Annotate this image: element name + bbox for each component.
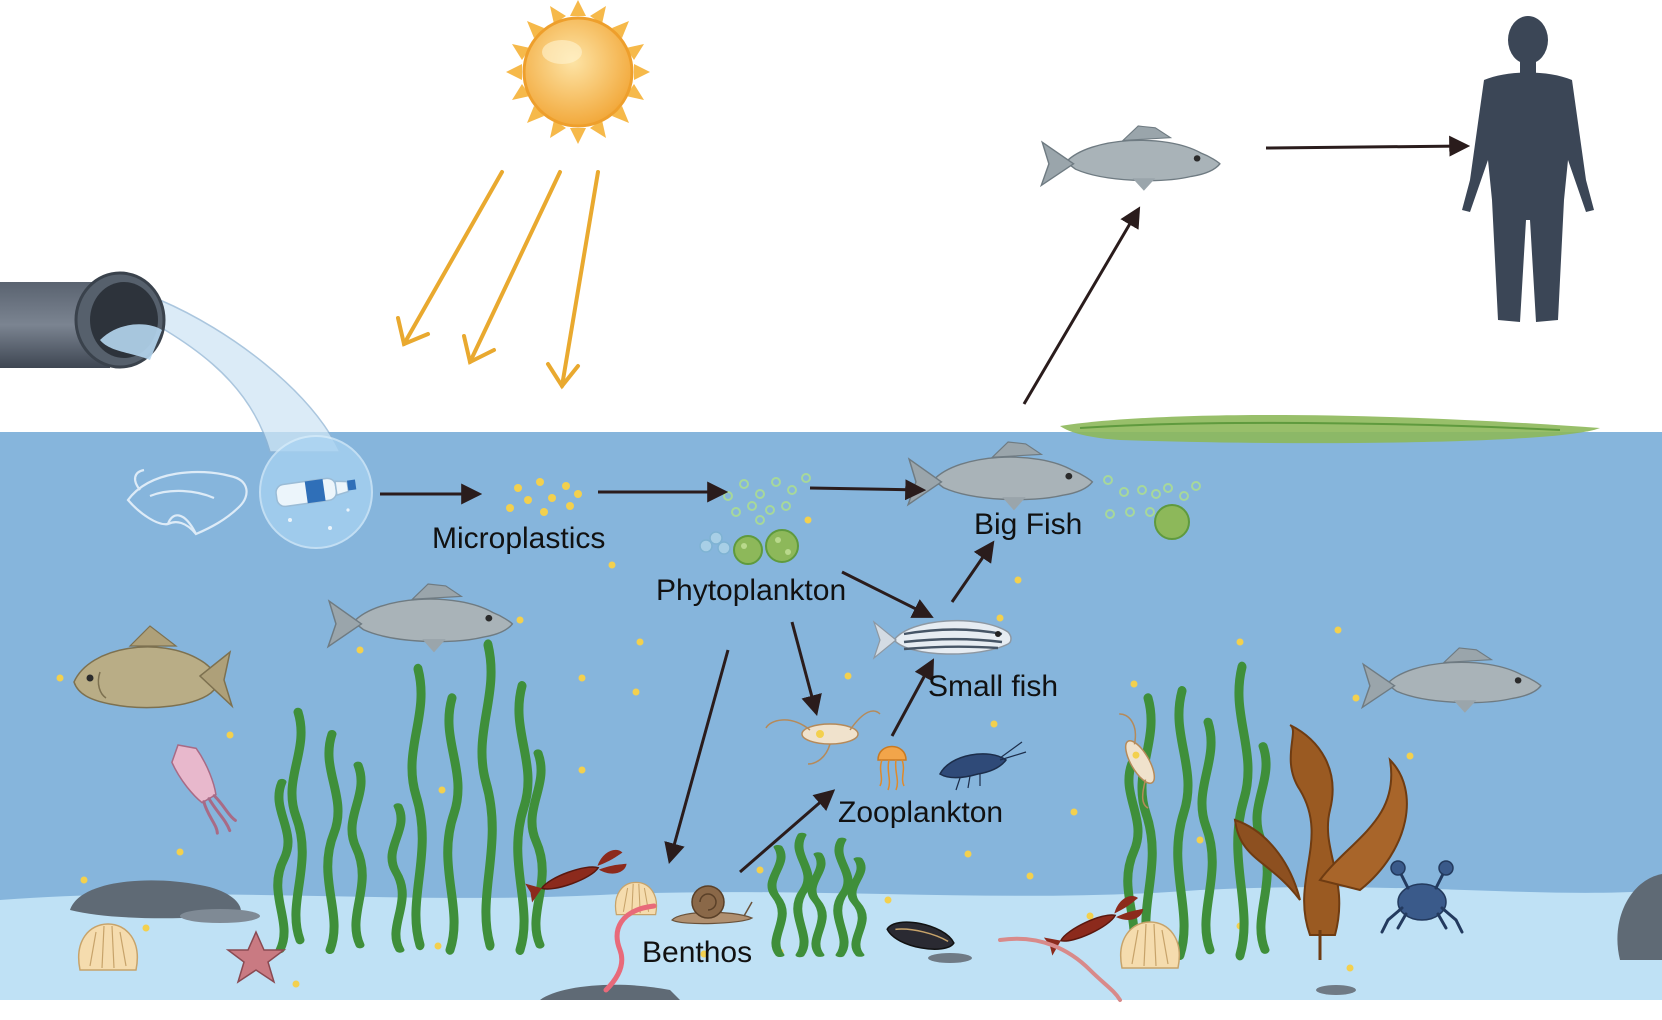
arrow-benthos-to-zooplankton bbox=[739, 789, 836, 874]
arrow-phytoplankton-to-small-fish bbox=[841, 570, 934, 618]
shrimp-icon bbox=[939, 741, 1027, 791]
label-benthos: Benthos bbox=[642, 936, 752, 969]
zooplankton-icon bbox=[765, 710, 881, 765]
arrow-phytoplankton-to-big-fish bbox=[809, 479, 927, 501]
dispersed-microplastics bbox=[56, 516, 1414, 988]
fish-icon bbox=[73, 625, 234, 709]
label-small-fish: Small fish bbox=[928, 670, 1058, 703]
arrow-phytoplankton-to-zooplankton bbox=[790, 621, 822, 717]
fish-icon bbox=[872, 619, 1012, 660]
sunlight-rays bbox=[396, 170, 600, 390]
squid-icon bbox=[171, 744, 237, 835]
arrow-big-fish-to-harvest bbox=[1022, 206, 1141, 405]
shell-icon bbox=[1120, 921, 1180, 969]
phytoplankton-cells-icon bbox=[1103, 475, 1201, 540]
zooplankton-icon bbox=[1119, 713, 1156, 809]
plastic-bag-icon bbox=[126, 468, 248, 536]
rock-icon bbox=[70, 874, 1662, 1000]
starfish-icon bbox=[225, 930, 287, 984]
human-silhouette-icon bbox=[1462, 16, 1594, 322]
worm-icon bbox=[603, 903, 1122, 1002]
kelp-icon bbox=[1233, 724, 1408, 960]
microplastic-particles-icon bbox=[506, 478, 582, 516]
arrow-small-fish-to-big-fish bbox=[950, 540, 995, 603]
snail-icon bbox=[671, 885, 754, 925]
label-zooplankton: Zooplankton bbox=[838, 796, 1003, 829]
jellyfish-icon bbox=[877, 745, 907, 791]
shell-icon bbox=[78, 923, 138, 971]
plastic-bottle-icon bbox=[259, 435, 373, 549]
fish-icon bbox=[1040, 125, 1221, 192]
flow-arrows bbox=[380, 135, 1471, 874]
phytoplankton-cells-icon bbox=[699, 473, 811, 565]
surface-algae-mat bbox=[1060, 415, 1600, 444]
label-phytoplankton: Phytoplankton bbox=[656, 574, 846, 607]
label-big-fish: Big Fish bbox=[974, 508, 1082, 541]
label-microplastics: Microplastics bbox=[432, 522, 605, 555]
drain-pipe-icon bbox=[0, 271, 342, 453]
sun-icon bbox=[506, 0, 650, 144]
mussel-icon bbox=[886, 921, 955, 950]
arrow-fish-to-human bbox=[1265, 135, 1471, 157]
lobster-icon bbox=[525, 849, 627, 903]
crab-icon bbox=[1380, 860, 1464, 934]
arrow-zooplankton-to-small-fish bbox=[890, 658, 934, 737]
arrow-phytoplankton-to-benthos bbox=[664, 649, 730, 865]
